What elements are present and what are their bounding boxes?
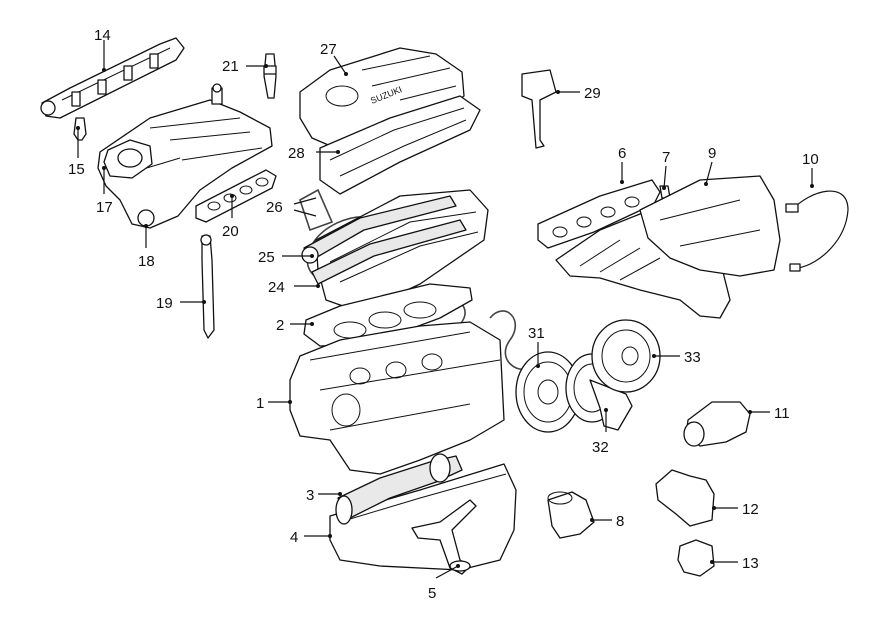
label-part-27: 27 [320, 41, 337, 58]
label-part-8: 8 [616, 513, 624, 530]
crankshaft [335, 453, 463, 525]
ignition-coil [521, 69, 557, 149]
fuel-rail [40, 37, 185, 119]
label-part-5: 5 [428, 585, 436, 602]
label-part-9: 9 [708, 145, 716, 162]
clutch-pressure-plate [591, 319, 661, 393]
label-part-29: 29 [584, 85, 601, 102]
exhaust-heat-shield [639, 175, 781, 277]
oil-dipstick [200, 234, 215, 339]
label-part-14: 14 [94, 27, 111, 44]
label-part-3: 3 [306, 487, 314, 504]
label-part-6: 6 [618, 145, 626, 162]
label-part-1: 1 [256, 395, 264, 412]
head-cover-gasket [319, 95, 481, 195]
label-part-11: 11 [774, 405, 790, 422]
intake-manifold-gasket [195, 169, 277, 223]
engine-mount [655, 469, 715, 527]
oil-pan [329, 463, 517, 571]
intake-manifold [97, 83, 273, 229]
mount-insulator [677, 539, 715, 577]
oil-filter [547, 491, 595, 539]
cylinder-block [289, 321, 505, 475]
starter-motor [683, 401, 751, 447]
label-part-15: 15 [68, 161, 85, 178]
label-part-13: 13 [742, 555, 759, 572]
label-part-12: 12 [742, 501, 759, 518]
spark-plug [263, 53, 277, 99]
label-part-32: 32 [592, 439, 609, 456]
label-part-4: 4 [290, 529, 298, 546]
head-gasket [303, 283, 473, 347]
label-part-7: 7 [662, 149, 670, 166]
fuel-injector [73, 117, 87, 141]
label-part-2: 2 [276, 317, 284, 334]
leader-lines [76, 40, 814, 579]
label-part-25: 25 [258, 249, 275, 266]
oxygen-sensor [785, 190, 849, 272]
label-part-33: 33 [684, 349, 701, 366]
label-part-26: 26 [266, 199, 283, 216]
label-part-18: 18 [138, 253, 155, 270]
label-part-28: 28 [288, 145, 305, 162]
label-part-20: 20 [222, 223, 239, 240]
label-part-19: 19 [156, 295, 173, 312]
label-part-10: 10 [802, 151, 819, 168]
label-part-31: 31 [528, 325, 545, 342]
part-labels: 14 15 17 18 19 20 21 27 28 26 25 24 2 1 … [68, 27, 819, 602]
label-part-24: 24 [268, 279, 285, 296]
label-part-21: 21 [222, 58, 239, 75]
label-part-17: 17 [96, 199, 113, 216]
